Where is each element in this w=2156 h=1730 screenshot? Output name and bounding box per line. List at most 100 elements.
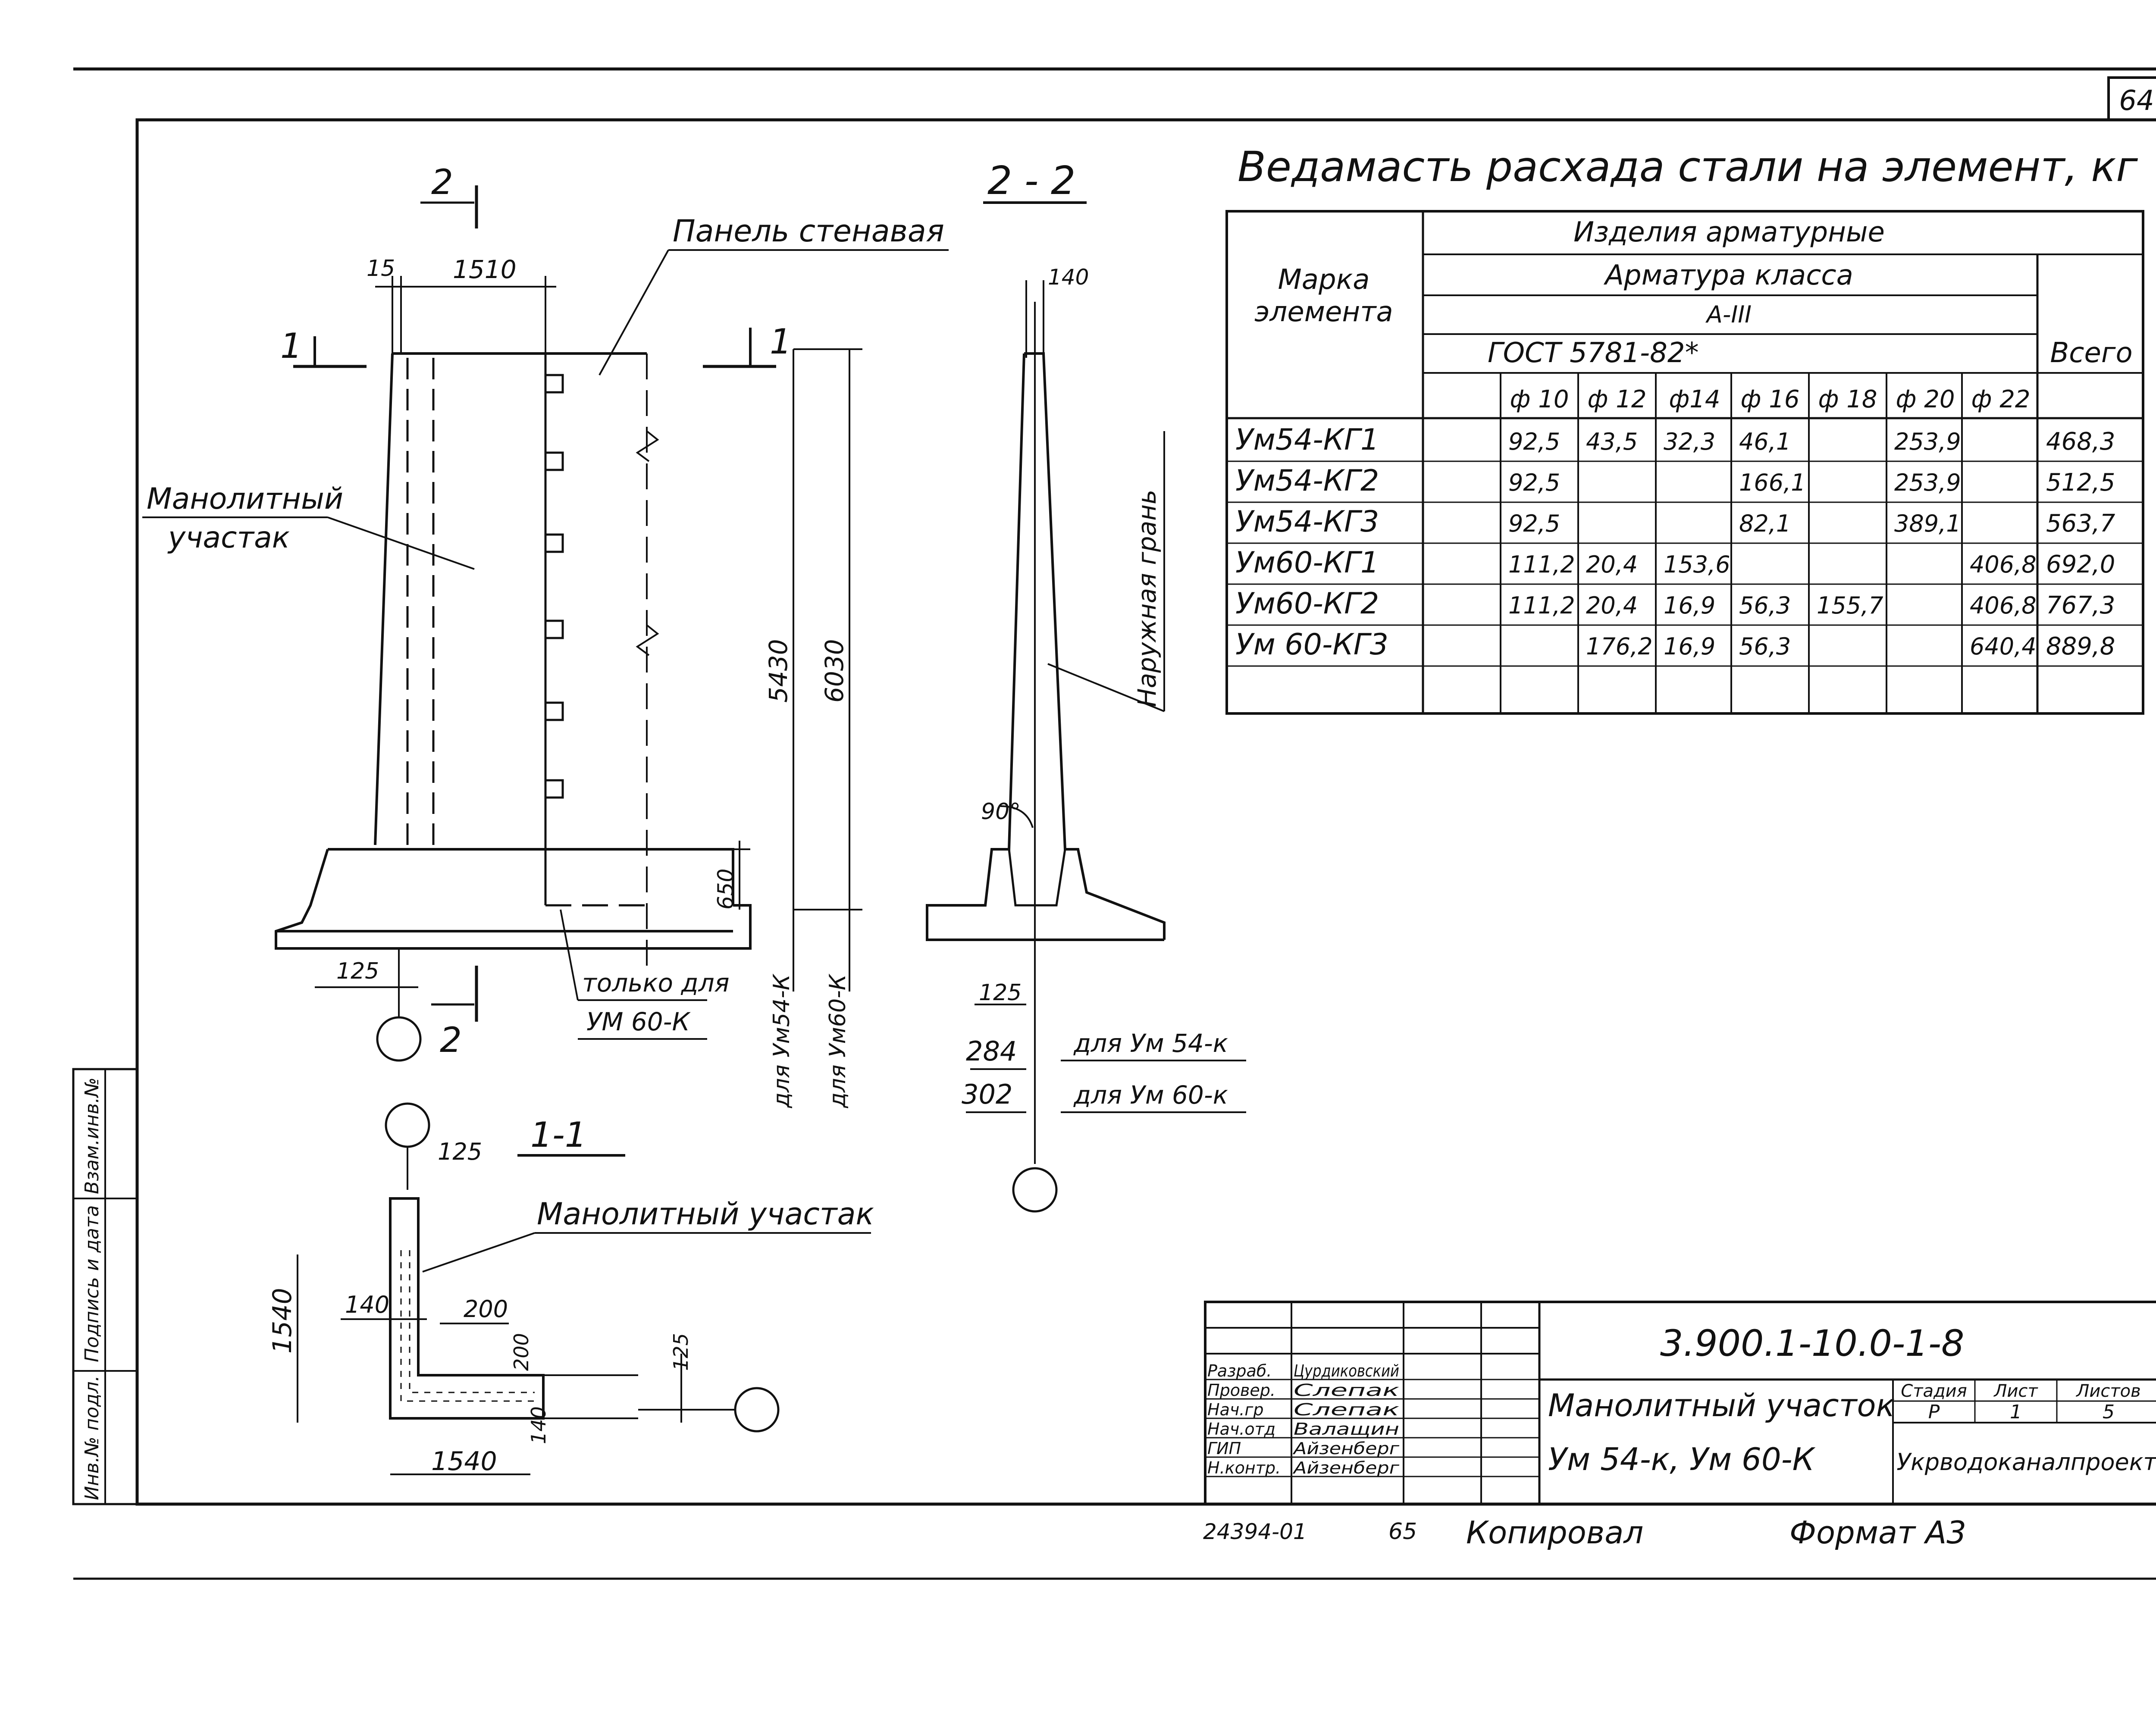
tb-role: Нач.отд (1207, 1420, 1275, 1439)
row-value: 16,9 (1664, 633, 1715, 660)
section-1-1-title: 1-1 (530, 1115, 587, 1155)
doc-code: 3.900.1-10.0-1-8 (1660, 1322, 1964, 1364)
title-block: 3.900.1-10.0-1-8 Манолитный участок Ум 5… (1204, 1301, 2156, 1505)
row-mark: Ум54-КГ2 (1235, 464, 1379, 498)
row-value: 46,1 (1739, 428, 1791, 455)
tb-role: ГИП (1207, 1439, 1241, 1458)
section-2-2-title: 2 - 2 (987, 158, 1075, 203)
label-only-for-1: только для (582, 968, 730, 998)
row-total: 767,3 (2046, 591, 2115, 619)
row-value: 640,4 (1970, 633, 2037, 660)
row-value: 389,1 (1894, 510, 1961, 537)
row-value: 253,9 (1894, 428, 1961, 455)
row-value: 176,2 (1586, 633, 1653, 660)
header-rebar-class: Арматура класса (1603, 260, 1853, 291)
tb-role: Провер. (1207, 1381, 1275, 1400)
section-2-2: 2 - 2 140 90° 125 284 302 для Ум 54-к дл… (926, 158, 1246, 1213)
doc-name-2: Ум 54-к, Ум 60-К (1548, 1441, 1816, 1477)
sheets-label: Листов (2075, 1381, 2140, 1401)
col-mark-2: элемента (1254, 296, 1393, 328)
dim-1540-vertical: 1540 (267, 1288, 298, 1354)
dim-125-sect22: 125 (979, 980, 1022, 1006)
tb-name: Айзенберг (1292, 1439, 1400, 1458)
header-class-value: А-III (1705, 301, 1752, 328)
tb-role: Нач.гр (1207, 1400, 1263, 1419)
label-monolith-2: участак (167, 521, 290, 555)
dim-125-main: 125 (336, 958, 379, 984)
row-total: 889,8 (2046, 632, 2115, 660)
doc-name-1: Манолитный участок (1548, 1387, 1895, 1423)
row-value: 56,3 (1739, 592, 1791, 619)
dim-5430: 5430 (764, 639, 793, 703)
diameter-header: ф 18 (1818, 385, 1877, 413)
row-value: 155,7 (1817, 592, 1883, 619)
dim-90deg: 90° (981, 799, 1021, 825)
stage-value: Р (1928, 1401, 1940, 1423)
stage-label: Стадия (1901, 1381, 1967, 1401)
diameter-header: ф 16 (1741, 385, 1800, 413)
label-monolith-1: Манолитный (147, 482, 343, 516)
dim-200-vertical: 200 (510, 1333, 533, 1371)
label-sect11-monolith: Манолитный участак (537, 1196, 874, 1232)
row-value: 111,2 (1508, 592, 1575, 619)
row-value: 406,8 (1970, 551, 2037, 578)
row-mark: Ум 60-КГ3 (1235, 628, 1388, 662)
tb-name: Айзенберг (1292, 1458, 1400, 1477)
tb-role: Разраб. (1207, 1361, 1272, 1380)
dim-284: 284 (966, 1035, 1017, 1067)
side-stamp-replace: Взам.инв.№ (81, 1077, 103, 1194)
row-total: 512,5 (2046, 469, 2115, 497)
row-mark: Ум60-КГ2 (1235, 587, 1379, 621)
section-2-top-mark: 2 (431, 162, 453, 202)
diameter-header: ф14 (1669, 385, 1720, 413)
dim-140-sect22: 140 (1048, 265, 1089, 290)
row-total: 468,3 (2046, 428, 2115, 456)
col-mark-1: Марка (1278, 264, 1370, 296)
row-value: 92,5 (1508, 469, 1560, 496)
sheet-value: 1 (2010, 1401, 2022, 1423)
dim-200-horizontal: 200 (464, 1295, 508, 1323)
dim-650: 650 (713, 869, 738, 910)
diameter-header: ф 10 (1510, 385, 1569, 413)
row-value: 56,3 (1739, 633, 1791, 660)
diameter-header: ф 20 (1896, 385, 1955, 413)
label-for-um54: для Ум54-К (769, 973, 795, 1108)
section-1-left-mark: 1 (280, 326, 302, 366)
footer: 24394-01 65 Копировал Формат А3 (1203, 1514, 1966, 1551)
section-1-1: 1-1 125 1540 140 200 200 125 140 1540 Ма… (267, 1102, 874, 1477)
row-value: 253,9 (1894, 469, 1961, 496)
side-stamp-inv: Инв.№ подл. (81, 1375, 103, 1500)
side-stamp: Инв.№ подл. Подпись и дата Взам.инв.№ (72, 1068, 138, 1505)
row-value: 32,3 (1664, 428, 1715, 455)
tb-name: Цурдиковский (1294, 1361, 1399, 1380)
row-value: 153,6 (1664, 551, 1730, 578)
dim-1540-horizontal: 1540 (431, 1446, 497, 1477)
header-total: Всего (2050, 337, 2132, 369)
sheet-label: Лист (1993, 1381, 2038, 1401)
label-outer-face: Наружная грань (1132, 490, 1162, 707)
row-value: 16,9 (1664, 592, 1715, 619)
section-2-bottom-mark: 2 (440, 1020, 462, 1060)
row-value: 406,8 (1970, 592, 2037, 619)
header-products: Изделия арматурные (1573, 216, 1885, 248)
dim-140-sect11: 140 (345, 1291, 389, 1318)
dim-140-sect11-bottom: 140 (527, 1406, 550, 1444)
label-panel: Панель стенавая (673, 213, 944, 249)
diameter-header: ф 22 (1971, 385, 2031, 413)
row-mark: Ум54-КГ3 (1235, 505, 1379, 539)
steel-table: Ведамасть расхада стали на элемент, кг М… (1225, 143, 2144, 715)
header-gost: ГОСТ 5781-82* (1488, 337, 1699, 369)
archive-number: 24394-01 (1203, 1519, 1307, 1544)
dim-302: 302 (962, 1079, 1012, 1110)
sheet-frame: 64 (73, 67, 2156, 1580)
tb-name: Слепак (1294, 1381, 1399, 1400)
tb-name: Валащин (1294, 1420, 1399, 1439)
label-for-um60: для Ум60-К (825, 973, 851, 1108)
label-sect22-for-um54: для Ум 54-к (1073, 1029, 1228, 1058)
section-1-right-mark: 1 (770, 322, 792, 362)
row-total: 563,7 (2046, 510, 2115, 538)
main-view: 1 1 2 2 15 1510 5430 6030 650 для Ум54-К… (142, 162, 949, 1108)
